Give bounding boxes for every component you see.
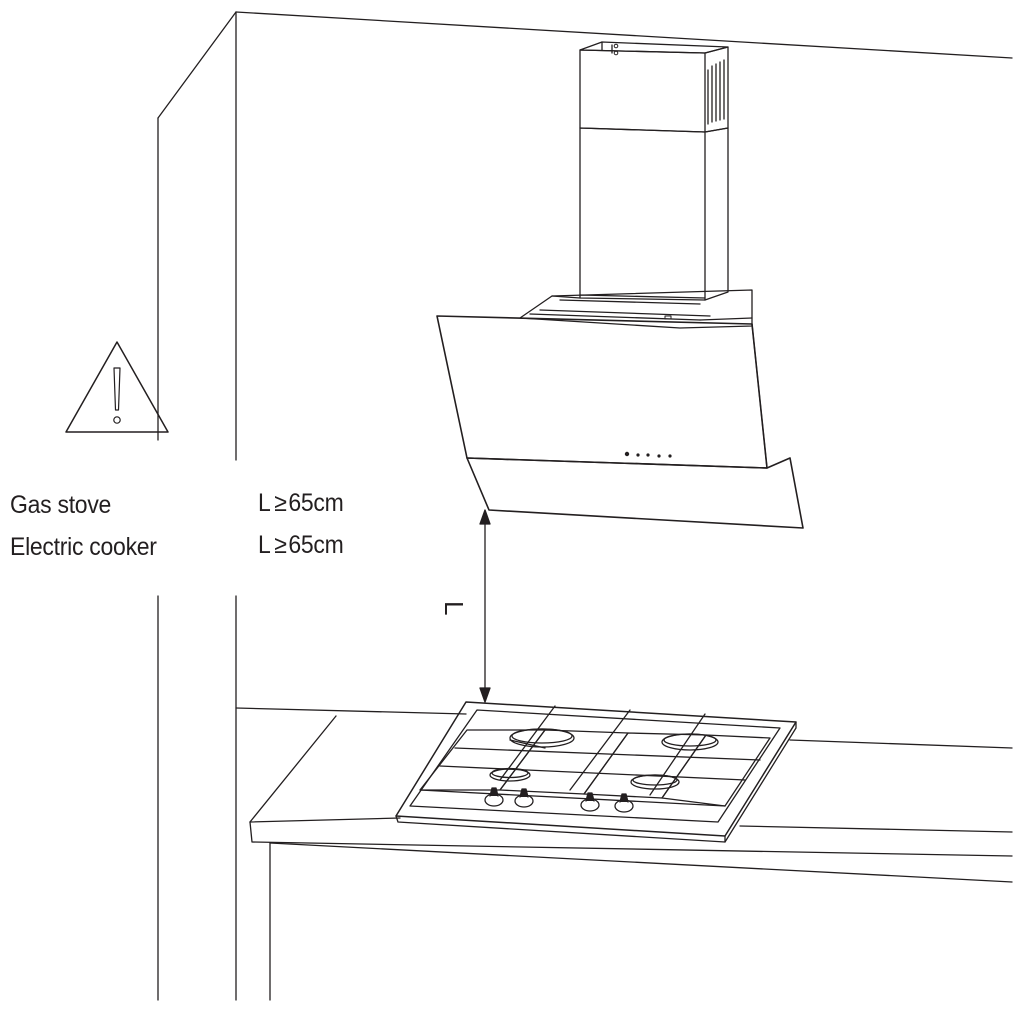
knob-icon — [514, 788, 534, 808]
gas-stove-label: Gas stove — [10, 491, 112, 519]
hood-button — [668, 454, 672, 458]
dimension-label: L — [439, 601, 469, 616]
electric-cooker-label: Electric cooker — [10, 533, 157, 561]
knob-icon — [484, 787, 504, 807]
hood-chimney — [579, 41, 729, 301]
relation-symbol: ≥ — [274, 531, 287, 559]
hood-glass-panel — [436, 315, 804, 529]
knob-icon — [614, 793, 634, 813]
electric-cooker-requirement: L≥65cm — [258, 530, 344, 560]
gas-hob — [395, 701, 797, 843]
dimension-arrow — [479, 509, 491, 703]
distance-symbol: L — [258, 489, 271, 517]
relation-symbol: ≥ — [274, 489, 287, 517]
hood-button — [646, 453, 650, 457]
hood-button — [636, 453, 640, 457]
hood-button — [624, 451, 630, 457]
warning-triangle-icon — [65, 341, 169, 433]
hood-control-buttons — [624, 451, 672, 458]
knob-icon — [580, 792, 600, 812]
hood-top-plate — [519, 289, 753, 329]
distance-value: 65cm — [288, 489, 344, 517]
hood-button — [657, 454, 661, 458]
hob-control-knobs — [484, 787, 634, 813]
distance-symbol: L — [258, 531, 271, 559]
distance-value: 65cm — [288, 531, 344, 559]
countertop — [235, 707, 1013, 1001]
gas-stove-requirement: L≥65cm — [258, 488, 344, 518]
room-walls — [157, 11, 1013, 1001]
